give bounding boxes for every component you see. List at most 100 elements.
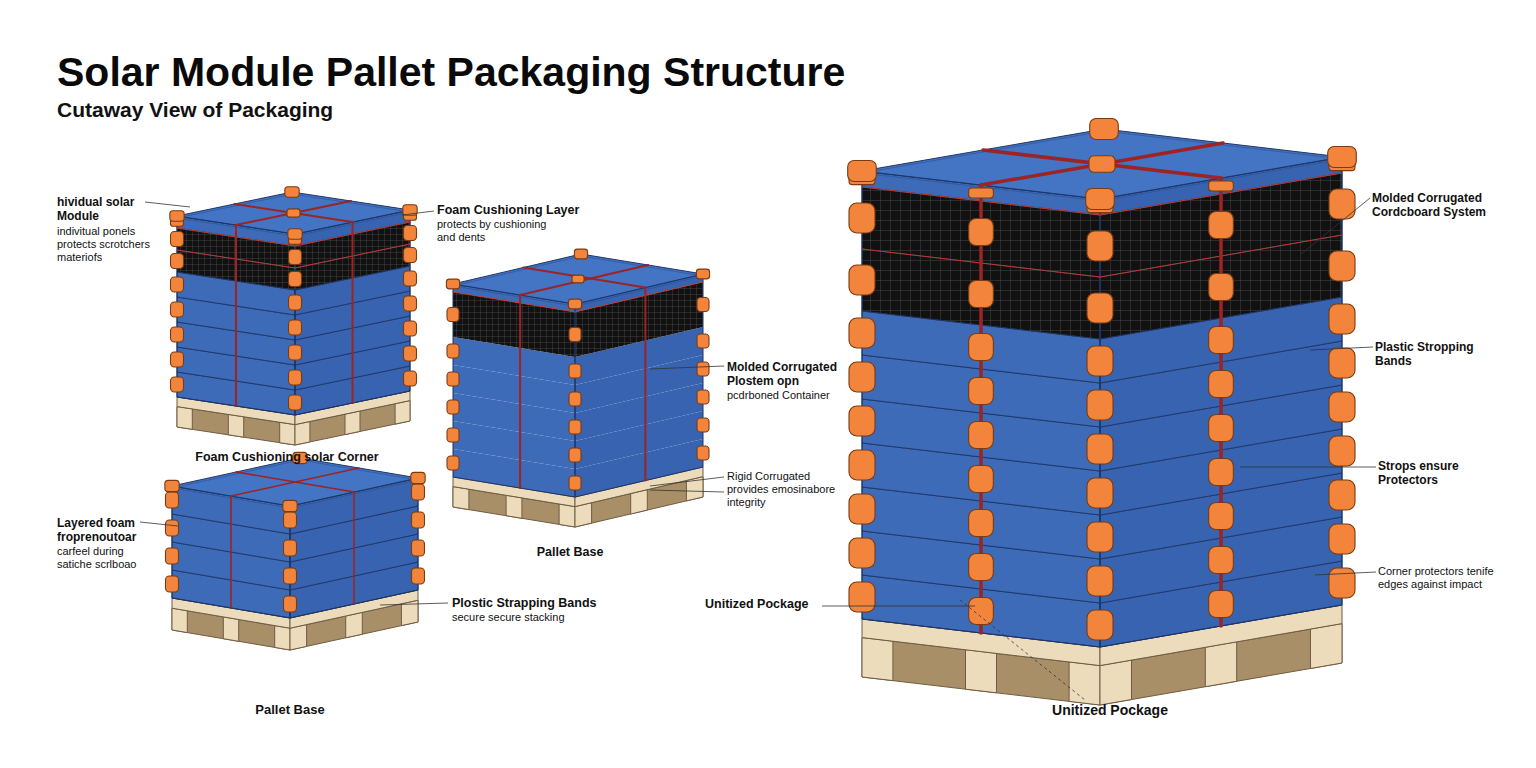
subtitle: Cutaway View of Packaging: [57, 97, 477, 122]
corner-protector: [284, 568, 297, 584]
corner-protector: [1209, 415, 1234, 442]
leader-line: [1310, 347, 1373, 350]
corner-protector: [1209, 181, 1234, 191]
corner-protector: [849, 318, 875, 348]
corner-protector: [1087, 390, 1113, 420]
callout-title: hividual solar Module: [57, 195, 157, 224]
corner-protector: [849, 450, 875, 480]
callout-title: Plostic Strapping Bands: [452, 596, 652, 611]
corner-protector: [568, 299, 581, 309]
corner-protector: [289, 250, 302, 265]
strapping-band: [519, 295, 521, 488]
corner-protector: [849, 494, 875, 524]
stack-outline: [295, 210, 410, 415]
callout-title: Foam Cushioning Layer: [437, 203, 637, 218]
corner-protector: [284, 540, 297, 556]
pallet-illustration: [165, 452, 425, 650]
corner-protector: [171, 277, 184, 292]
corner-protector: [447, 456, 459, 470]
corner-protector: [166, 576, 179, 592]
corner-protector: [289, 295, 302, 310]
pallet-block: [275, 626, 290, 650]
corner-protector: [1089, 156, 1115, 173]
corner-protector: [1090, 119, 1119, 140]
pallet-block: [1069, 662, 1100, 705]
corner-protector: [412, 512, 425, 528]
corner-protector: [411, 472, 425, 483]
corner-protector: [288, 229, 302, 240]
corner-protector: [171, 377, 184, 392]
pallet-block: [966, 650, 997, 693]
corner-protector: [1209, 459, 1234, 486]
pallet-block: [559, 504, 575, 527]
corner-protector: [569, 392, 581, 406]
strapping-band: [230, 496, 232, 608]
corner-protector: [849, 203, 875, 233]
callout-note: Rigid Corrugated provides emosinabore in…: [727, 470, 852, 510]
corner-protector: [969, 281, 994, 308]
corner-protector: [1329, 480, 1355, 510]
corner-protector: [1329, 348, 1355, 378]
leader-line: [650, 490, 724, 492]
stack-outline: [453, 284, 575, 497]
pallet-block: [177, 407, 192, 430]
corner-protector: [697, 334, 709, 348]
corner-protector: [1329, 189, 1355, 219]
corner-protector: [1087, 346, 1113, 376]
corner-protector: [1087, 610, 1113, 640]
corner-protector: [1087, 293, 1113, 323]
leader-line: [650, 477, 724, 486]
corner-protector: [849, 406, 875, 436]
corner-protector: [289, 320, 302, 335]
corner-protector: [697, 418, 709, 432]
stack-top: [177, 192, 410, 234]
pallet-illustration: [170, 187, 417, 445]
callout-title: Molded Corrugated Cordcboard System: [1372, 191, 1494, 220]
corner-protector: [969, 510, 994, 537]
corner-protector: [1086, 189, 1115, 210]
stack-outline: [172, 486, 290, 618]
corner-protector: [404, 346, 417, 361]
strapping-band: [520, 265, 648, 295]
leader-line: [380, 603, 448, 605]
pallet-block: [172, 608, 187, 632]
stack-outline: [1100, 157, 1342, 647]
corner-protector: [1329, 568, 1355, 598]
strapping-band: [352, 222, 354, 403]
pallet-block: [280, 422, 295, 445]
pallet-block: [1100, 660, 1132, 705]
corner-protector: [849, 362, 875, 392]
corner-protector: [969, 422, 994, 449]
pallet-block: [1311, 624, 1343, 669]
corner-protector: [1209, 591, 1234, 618]
corner-protector: [171, 327, 184, 342]
callout-note: carfeel during satiche scrlboao: [57, 545, 155, 571]
pallet-block: [506, 495, 522, 518]
callout-title: Unitized Pockage: [705, 597, 835, 612]
pallet-block: [453, 487, 469, 510]
pallet-block: [395, 401, 410, 425]
strapping-band: [236, 201, 351, 225]
corner-protector: [1329, 392, 1355, 422]
mesh-edge: [453, 292, 575, 312]
corner-protector: [1087, 434, 1113, 464]
corner-protector: [171, 302, 184, 317]
pallet-block: [295, 422, 310, 446]
callout-note: pcdrboned Container: [727, 389, 887, 402]
strapping-band: [523, 268, 645, 288]
corner-protector: [1209, 547, 1234, 574]
figure-caption: Unitized Pockage: [1010, 702, 1210, 719]
callout-note: indivitual ponels protects scrotchers ma…: [57, 225, 165, 265]
callout-note: protects by cushioning and dents: [437, 218, 565, 244]
corner-protector: [569, 476, 581, 490]
pallet-illustration: [446, 249, 709, 527]
callout-note: Corner protectors tenife edges against i…: [1378, 565, 1496, 591]
callout-title: Strops ensure Protectors: [1378, 459, 1478, 488]
corner-protector: [569, 420, 581, 434]
leader-line: [402, 211, 434, 215]
corner-protector: [447, 308, 459, 322]
corner-protector: [283, 500, 297, 511]
corner-protector: [1209, 503, 1234, 530]
corner-protector: [697, 298, 709, 312]
corner-protector: [1087, 231, 1113, 261]
